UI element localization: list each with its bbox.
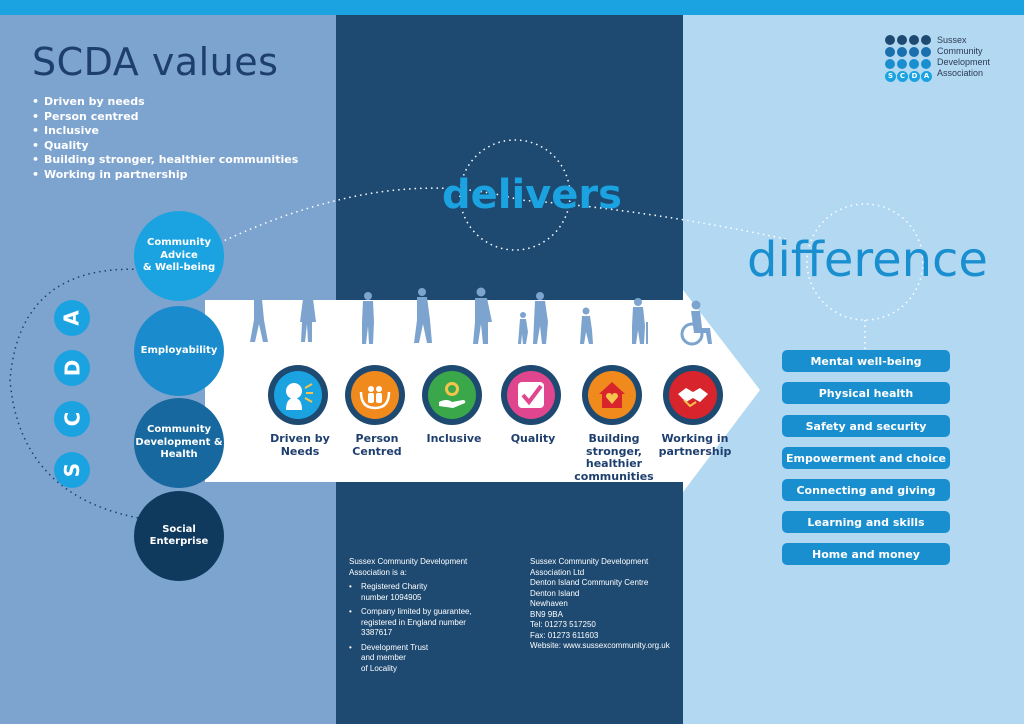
value-icon-driven (268, 365, 328, 425)
footer-legal: Sussex Community Development Association… (349, 557, 509, 678)
value-icon-building (582, 365, 642, 425)
service-employability: Employability (134, 306, 224, 396)
silhouettes-group (250, 287, 712, 346)
value-icon-inclusive (422, 365, 482, 425)
logo-letter: C (897, 71, 908, 82)
logo-dot (909, 47, 919, 57)
value-item: Building stronger, healthier communities (30, 153, 298, 168)
check-icon (507, 371, 555, 419)
footer-line: Sussex Community Development (349, 557, 468, 566)
value-item: Working in partnership (30, 168, 298, 183)
value-icon-person-centred (345, 365, 405, 425)
value-label: Quality (510, 432, 556, 445)
hand-coin-icon (428, 371, 476, 419)
footer-line: Newhaven (530, 599, 568, 608)
person-speaking-icon (274, 371, 322, 419)
value-icon-quality (501, 365, 561, 425)
outcome-pill: Physical health (782, 382, 950, 404)
footer-line: Association Ltd (530, 567, 585, 577)
logo-dot (921, 59, 931, 69)
logo-letter: D (909, 71, 920, 82)
value-item: Inclusive (30, 124, 298, 139)
outcome-pill: Safety and security (782, 415, 950, 437)
scda-letter-d: D (54, 350, 90, 386)
scda-letter-a: A (54, 300, 90, 336)
footer-address: Sussex Community Development Association… (530, 557, 680, 652)
logo-dot (885, 47, 895, 57)
value-item: Quality (30, 139, 298, 154)
logo-dot (909, 35, 919, 45)
logo-line: Development (937, 57, 991, 67)
logo-letter: S (885, 71, 896, 82)
logo-text: Sussex Community Development Association (937, 35, 990, 79)
footer-line: Sussex Community Development (530, 557, 649, 566)
logo-line: Community (937, 46, 983, 56)
difference-heading: difference (747, 232, 988, 288)
logo-dot (909, 59, 919, 69)
values-list: Driven by needs Person centred Inclusive… (30, 95, 298, 182)
logo-dot (897, 59, 907, 69)
logo-line: Association (937, 68, 984, 78)
value-label: Inclusive (426, 432, 482, 445)
footer-website[interactable]: Website: www.sussexcommunity.org.uk (530, 641, 670, 650)
outcome-pill: Connecting and giving (782, 479, 950, 501)
logo-dot (921, 47, 931, 57)
outcome-pill: Learning and skills (782, 511, 950, 533)
handshake-icon (669, 371, 717, 419)
footer-line: Tel: 01273 517250 (530, 620, 596, 629)
scda-letter-s: S (54, 452, 90, 488)
outcome-pill: Mental well-being (782, 350, 950, 372)
hands-family-icon (351, 371, 399, 419)
logo-dot (897, 47, 907, 57)
house-heart-icon (588, 371, 636, 419)
logo-dot (897, 35, 907, 45)
value-item: Driven by needs (30, 95, 298, 110)
logo-line: Sussex (937, 35, 967, 45)
scda-letter-c: C (54, 401, 90, 437)
footer-item: Company limited by guarantee,registered … (349, 607, 509, 639)
value-item: Person centred (30, 110, 298, 125)
logo-dot (921, 35, 931, 45)
footer-line: Denton Island (530, 588, 580, 598)
top-bar (0, 0, 1024, 15)
logo-dot (885, 59, 895, 69)
footer-line: Denton Island Community Centre (530, 578, 649, 587)
footer-line: Fax: 01273 611603 (530, 630, 599, 640)
page-title: SCDA values (32, 40, 279, 84)
delivers-heading: delivers (442, 172, 622, 218)
footer-line: Association is a: (349, 567, 407, 577)
outcome-pill: Home and money (782, 543, 950, 565)
logo-letter: A (921, 71, 932, 82)
value-icon-partnership (663, 365, 723, 425)
outcome-pill: Empowerment and choice (782, 447, 950, 469)
logo-dot (885, 35, 895, 45)
footer-line: BN9 9BA (530, 609, 563, 619)
